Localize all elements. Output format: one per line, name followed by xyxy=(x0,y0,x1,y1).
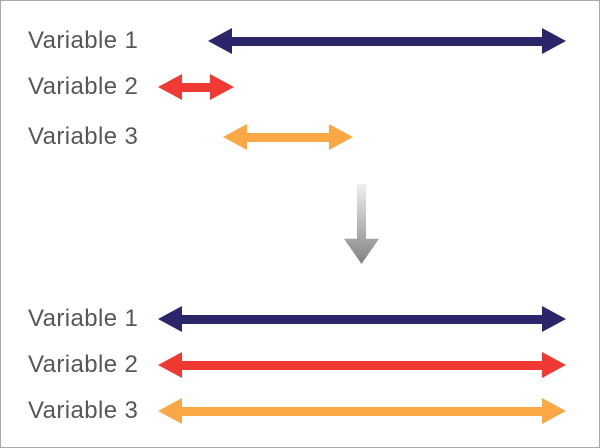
arrow-shaft xyxy=(181,82,211,92)
arrow-right-head-icon xyxy=(542,352,566,378)
range-arrow-variable-2-before xyxy=(158,74,234,100)
arrow-right-head-icon xyxy=(329,124,353,150)
arrow-right-head-icon xyxy=(210,74,234,100)
arrow-left-head-icon xyxy=(158,398,182,424)
range-arrow-variable-3-after xyxy=(158,398,566,424)
arrow-shaft xyxy=(181,314,543,324)
range-arrow-variable-1-before xyxy=(208,28,566,54)
label-variable-3-after: Variable 3 xyxy=(28,397,139,424)
arrow-shaft xyxy=(231,36,543,46)
arrow-left-head-icon xyxy=(223,124,247,150)
range-arrow-variable-3-before xyxy=(223,124,353,150)
label-variable-1-before: Variable 1 xyxy=(28,27,139,54)
range-arrow-variable-1-after xyxy=(158,306,566,332)
label-variable-2-after: Variable 2 xyxy=(28,351,139,378)
label-variable-2-before: Variable 2 xyxy=(28,73,139,100)
label-variable-1-after: Variable 1 xyxy=(28,305,139,332)
arrow-left-head-icon xyxy=(158,352,182,378)
arrow-shaft xyxy=(246,132,330,142)
arrow-left-head-icon xyxy=(208,28,232,54)
label-variable-3-before: Variable 3 xyxy=(28,123,139,150)
arrow-shaft xyxy=(181,406,543,416)
arrow-left-head-icon xyxy=(158,74,182,100)
arrow-right-head-icon xyxy=(542,398,566,424)
range-arrow-variable-2-after xyxy=(158,352,566,378)
arrow-right-head-icon xyxy=(542,306,566,332)
arrow-left-head-icon xyxy=(158,306,182,332)
arrow-right-head-icon xyxy=(542,28,566,54)
arrow-shaft xyxy=(181,360,543,370)
